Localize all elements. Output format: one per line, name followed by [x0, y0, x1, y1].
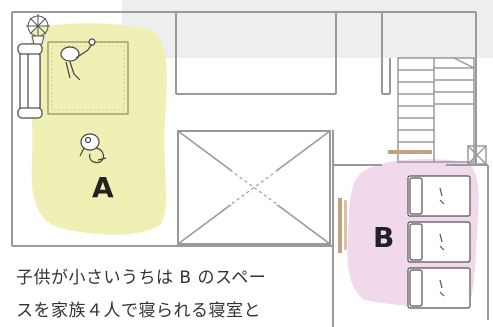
caption-line-2: スを家族４人で寝られる寝室と — [16, 301, 261, 321]
zone-a-area — [30, 23, 167, 235]
caption-line-1: 子供が小さいうちは B のスペー — [16, 268, 267, 288]
futon-bed-icon — [407, 175, 471, 309]
walls — [11, 11, 489, 327]
stairwell-void-icon — [177, 130, 331, 245]
zone-a-label: A — [92, 171, 114, 204]
caption-text: 子供が小さいうちは B のスペー スを家族４人で寝られる寝室と — [16, 262, 326, 327]
rug-icon — [47, 41, 129, 115]
potted-plant-icon — [26, 14, 50, 45]
wood-accents — [338, 150, 432, 253]
upper-gray-room — [122, 0, 493, 58]
child-reclining-icon — [60, 38, 96, 81]
stairs-icon — [397, 57, 487, 165]
sofa-icon — [17, 43, 43, 119]
zone-b-label: B — [373, 221, 395, 254]
baby-crawling-icon — [79, 133, 107, 164]
